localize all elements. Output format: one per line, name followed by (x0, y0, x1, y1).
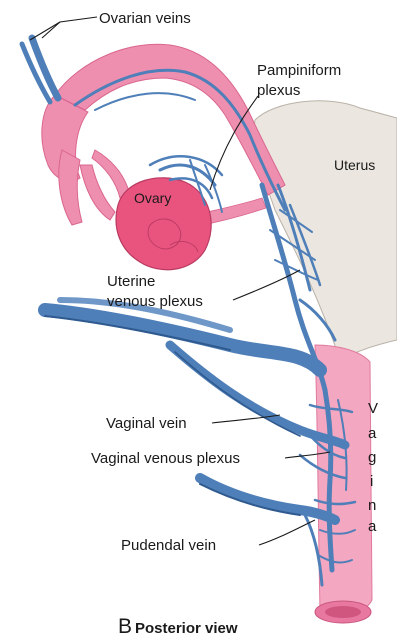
vaginal-opening-inner (325, 606, 361, 618)
label-vaginal-vein: Vaginal vein (106, 415, 187, 432)
fimbriae (42, 95, 130, 225)
vagina-letter: a (368, 425, 377, 442)
vagina-letter: n (368, 497, 376, 514)
panel-letter: B (118, 615, 132, 638)
vagina-letter: g (368, 449, 376, 466)
label-uterine-line1: Uterine (107, 273, 155, 290)
label-pampiniform-line1: Pampiniform (257, 62, 341, 79)
vagina-letter: a (368, 518, 377, 535)
label-pampiniform-line2: plexus (257, 82, 300, 99)
view-caption: Posterior view (135, 620, 238, 637)
label-uterine-line2: venous plexus (107, 293, 203, 310)
label-pudendal-vein: Pudendal vein (121, 537, 216, 554)
vagina-letter: i (370, 473, 373, 490)
callout-pudendal (259, 520, 315, 545)
label-uterus: Uterus (334, 157, 375, 173)
label-ovarian-veins: Ovarian veins (99, 10, 191, 27)
vagina-letter: V (368, 400, 378, 417)
label-ovary: Ovary (134, 190, 171, 206)
label-vaginal-venous-plexus: Vaginal venous plexus (91, 450, 240, 467)
callout-ovarian-veins-2 (30, 22, 60, 40)
